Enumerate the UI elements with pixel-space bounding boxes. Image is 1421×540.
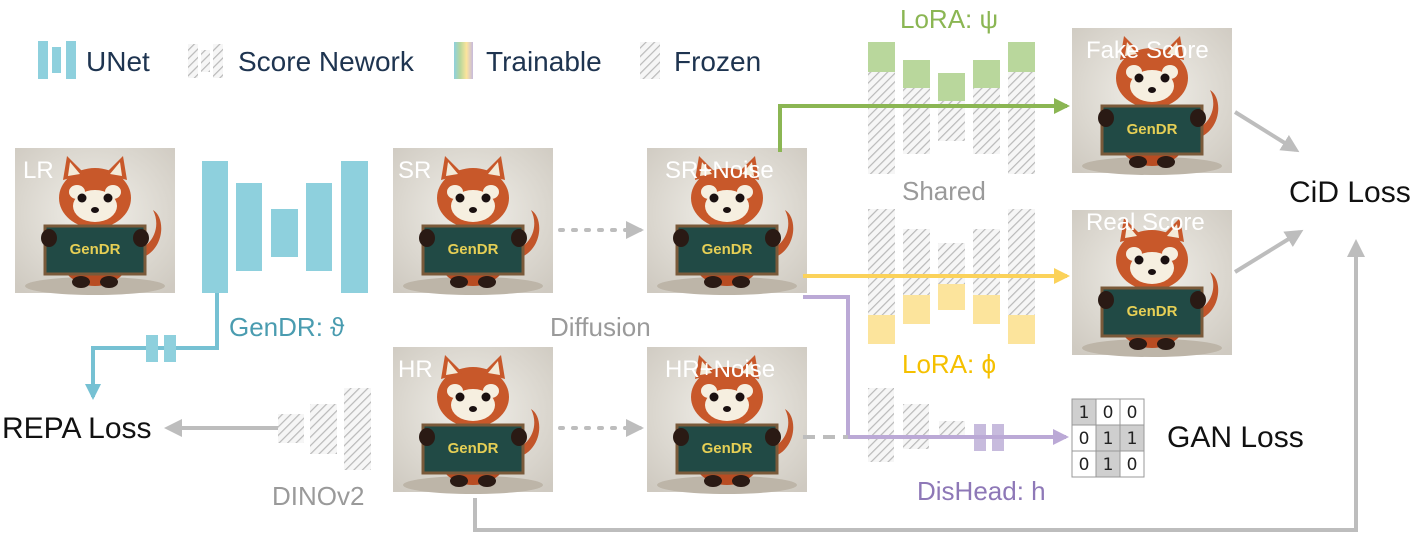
shared-label: Shared [902, 176, 986, 206]
repa-adapter-block [146, 335, 158, 362]
hr-to-cid-arrow [473, 239, 1365, 532]
dishead-label: DisHead: h [917, 476, 1046, 506]
gendr-unet [202, 161, 368, 293]
lr-sign-text: GenDR [70, 241, 121, 258]
lr-image: GenDR LR [13, 146, 177, 297]
sr-label: SR [398, 157, 431, 184]
real-score-label: Real Score [1086, 209, 1205, 236]
gan-matrix-cell: 0 [1127, 403, 1138, 423]
sr-noise-label: SR+Noise [665, 157, 774, 184]
hr-noise-image: GenDR HR+Noise [645, 345, 809, 496]
legend-score-network-label: Score Nework [238, 46, 415, 77]
real-to-cid-arrow [1233, 229, 1304, 274]
legend-frozen-label: Frozen [674, 46, 761, 77]
unet-legend-icon [38, 41, 76, 79]
discriminator-network [868, 388, 965, 462]
cid-loss-label: CiD Loss [1289, 176, 1411, 209]
hr-noise-label: HR+Noise [665, 356, 775, 383]
dinov2-label: DINOv2 [272, 481, 364, 511]
frozen-legend-icon [640, 42, 660, 79]
fake-score-label: Fake Score [1086, 37, 1209, 64]
sr-image: GenDR SR [391, 146, 555, 297]
gan-matrix-cell: 0 [1127, 455, 1138, 475]
lora-psi-label: LoRA: ψ [900, 4, 998, 34]
sr-sign-text: GenDR [448, 241, 499, 258]
gan-matrix-cell: 1 [1127, 429, 1138, 449]
hr-image: GenDR HR [391, 345, 555, 496]
legend: UNet Score Nework Trainable Frozen [38, 41, 761, 79]
fake-to-cid-arrow [1233, 110, 1300, 153]
gan-matrix: 1 0 0 0 1 1 0 1 0 [1071, 398, 1145, 478]
sr-noise-image: GenDR SR+Noise [645, 146, 809, 297]
gan-matrix-cell: 1 [1079, 403, 1090, 423]
fake-score-flow-arrow [778, 98, 1070, 152]
dinov2-network [278, 388, 371, 470]
hr-noise-sign-text: GenDR [702, 440, 753, 457]
gan-loss-label: GAN Loss [1167, 421, 1304, 454]
gan-matrix-cell: 0 [1103, 403, 1114, 423]
gan-flow-arrow [803, 295, 1069, 445]
fake-score-image: GenDR Fake Score [1070, 26, 1234, 177]
gan-matrix-cell: 1 [1103, 455, 1114, 475]
legend-unet-label: UNet [86, 46, 150, 77]
real-score-image: GenDR Real Score [1070, 208, 1234, 359]
fake-score-network [868, 42, 1035, 174]
trainable-legend-icon [454, 42, 473, 79]
gan-matrix-cell: 0 [1079, 429, 1090, 449]
gan-matrix-cell: 0 [1079, 455, 1090, 475]
real-score-sign-text: GenDR [1127, 303, 1178, 320]
score-network-legend-icon [188, 44, 223, 78]
sr-noise-sign-text: GenDR [702, 241, 753, 258]
repa-loss-label: REPA Loss [2, 412, 152, 445]
fake-score-sign-text: GenDR [1127, 121, 1178, 138]
diffusion-label: Diffusion [550, 312, 651, 342]
lora-phi-label: LoRA: ϕ [902, 349, 996, 379]
legend-trainable-label: Trainable [486, 46, 602, 77]
lr-label: LR [23, 157, 54, 184]
repa-adapter-block [164, 335, 176, 362]
gendr-label: GenDR: ϑ [229, 312, 345, 342]
gan-matrix-cell: 1 [1103, 429, 1114, 449]
hr-label: HR [398, 356, 433, 383]
hr-sign-text: GenDR [448, 440, 499, 457]
